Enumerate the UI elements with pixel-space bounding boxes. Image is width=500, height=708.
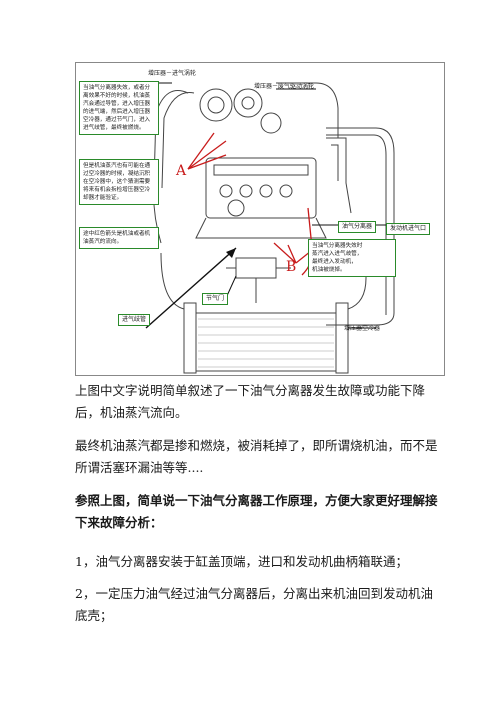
paragraph-2: 最终机油蒸汽都是掺和燃烧，被消耗掉了，即所谓烧机油，而不是所谓活塞环漏油等等..… (75, 438, 438, 475)
label-throttle: 节气门 (202, 293, 229, 305)
label-turbo-exhaust: 增压器－废气驱动涡轮 (254, 83, 315, 90)
paragraph-3: 参照上图，简单说一下油气分离器工作原理，方便大家更好理解接下来故障分析： (75, 493, 438, 530)
note-arrows: 途中红色箭头是机油或者机 油蒸汽的流向。 (79, 227, 159, 249)
paragraph-5: 2，一定压力油气经过油气分离器后，分离出来机油回到发动机油底壳； (75, 586, 433, 623)
paragraph-4: 1，油气分离器安装于缸盖顶端，进口和发动机曲柄箱联通； (75, 554, 408, 569)
label-separator: 油气分离器 (338, 221, 377, 233)
label-turbo-intake: 增压器－进气涡轮 (148, 70, 197, 77)
note-failure: 当油气分离器失效，或者分 离效果不好的时候，机油蒸 汽会通过导管，进入增压器 的… (79, 81, 159, 135)
engine-diagram: 增压器－进气涡轮 增压器－废气驱动涡轮 油气分离器 发动机进气口 节气门 进气歧… (75, 62, 445, 376)
marker-b: B (286, 259, 297, 275)
marker-a: A (176, 163, 187, 179)
label-intake-tube: 进气歧管 (118, 314, 151, 326)
label-engine-intake: 发动机进气口 (386, 223, 431, 235)
label-intercooler: 增压器空冷器 (344, 325, 381, 332)
paragraph-1: 上图中文字说明简单叙述了一下油气分离器发生故障或功能下降后，机油蒸汽流向。 (75, 383, 426, 420)
note-separator-failure: 当油气分离器失效时 蒸汽进入进气歧管， 最终进入发动机， 机油被烧掉。 (308, 239, 396, 277)
note-intercooler: 但是机油蒸汽也有可能在通 过空冷器的时候，凝结沉积 在空冷器中，这个猜测需要 将… (79, 159, 159, 205)
